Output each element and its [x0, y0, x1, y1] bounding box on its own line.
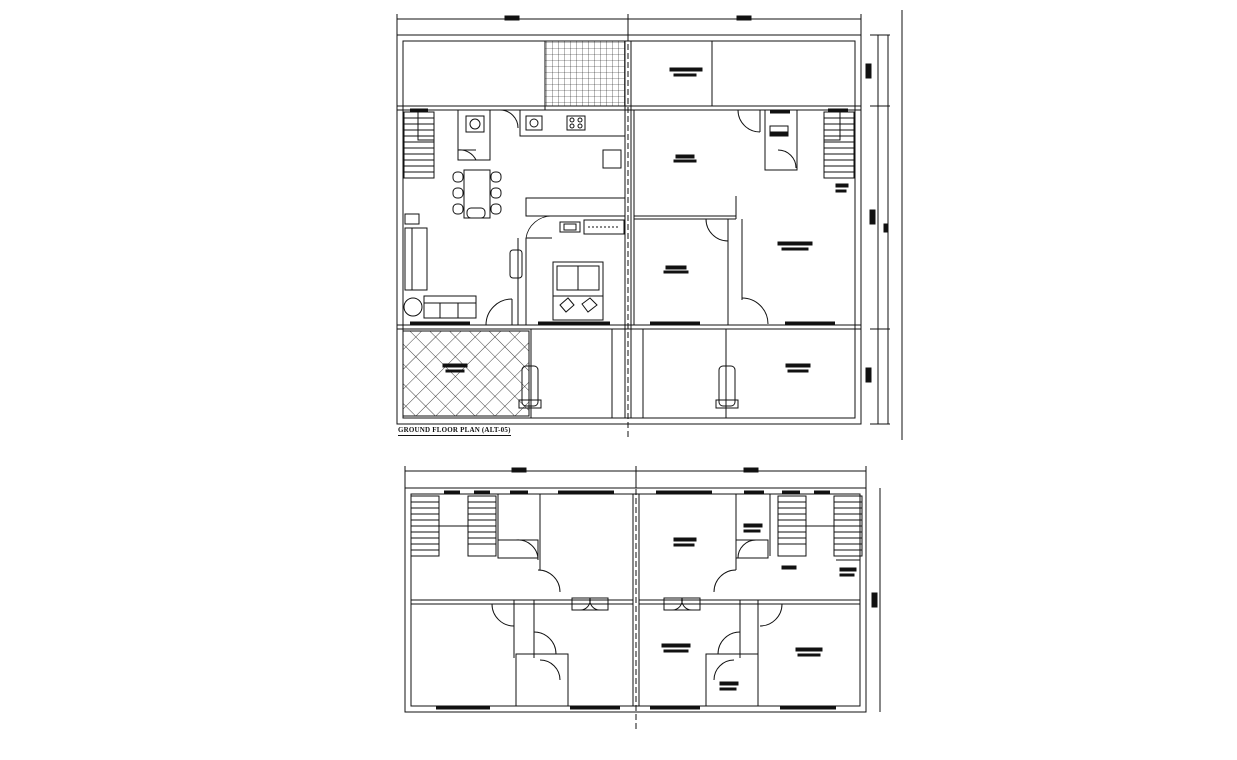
ground-floor-plan-caption: GROUND FLOOR PLAN (ALT-05): [398, 426, 511, 436]
staircase-upper-right: [777, 495, 863, 557]
staircase-left: [403, 108, 435, 179]
toilet-room: [457, 109, 491, 161]
top-dimension-line: [396, 14, 862, 35]
tiled-utility-area: [544, 40, 626, 107]
bottom-right-dimension-line: [871, 488, 881, 712]
outer-wall-upper: [404, 487, 867, 713]
tv-unit: [559, 221, 581, 233]
staircase-upper-left: [410, 495, 497, 557]
staircase-right: [823, 108, 855, 179]
living-sofa: [403, 213, 477, 319]
double-bed: [552, 261, 604, 321]
kitchen-counter: [499, 109, 625, 169]
ground-floor-plan: [396, 10, 903, 440]
dining-table: [452, 169, 502, 219]
outer-wall: [396, 34, 862, 425]
toilet-room-right: [764, 109, 798, 171]
partition-wall: [525, 197, 626, 217]
hatched-parking-area: [402, 330, 530, 417]
room-label-mark: [669, 67, 703, 72]
first-floor-plan: [404, 466, 881, 730]
right-dimension-line: [865, 10, 903, 440]
